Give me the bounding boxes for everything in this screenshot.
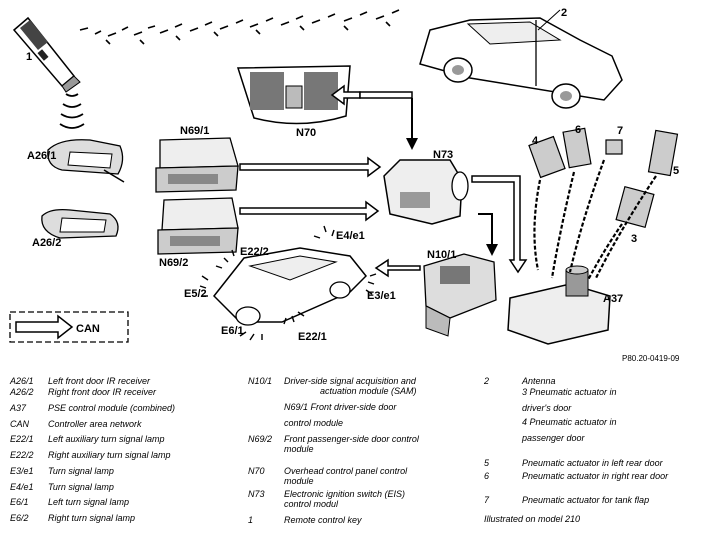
legend-code: CAN xyxy=(10,419,30,429)
legend-desc: Overhead control panel control xyxy=(284,466,408,476)
legend-desc: Pneumatic actuator for tank flap xyxy=(522,495,650,505)
label-actuator-4: 4 xyxy=(532,135,539,147)
label-can: CAN xyxy=(76,323,100,335)
label-e6-1: E6/1 xyxy=(221,325,244,337)
pse-module-a37 xyxy=(507,265,611,345)
legend-desc: passenger door xyxy=(522,433,585,443)
label-n69-1: N69/1 xyxy=(180,125,209,137)
legend-desc: Electronic ignition switch (EIS) xyxy=(284,489,406,499)
legend-desc: Remote control key xyxy=(284,515,362,525)
label-actuator-3: 3 xyxy=(631,233,637,245)
label-a26-1: A26/1 xyxy=(27,150,56,162)
legend-desc: Controller area network xyxy=(48,419,142,429)
legend-code: E3/e1 xyxy=(10,466,34,476)
legend-code: E6/1 xyxy=(10,497,29,507)
label-e4-e1: E4/e1 xyxy=(336,230,365,242)
legend-desc: module xyxy=(284,444,314,454)
label-actuator-5: 5 xyxy=(673,165,679,177)
label-remote: 1 xyxy=(26,51,32,63)
legend-desc: N69/1 Front driver-side door xyxy=(284,402,397,412)
label-actuator-7: 7 xyxy=(617,125,623,137)
legend-code: E22/1 xyxy=(10,434,34,444)
label-e3-e1: E3/e1 xyxy=(367,290,396,302)
label-n73: N73 xyxy=(433,149,453,161)
label-a26-2: A26/2 xyxy=(32,237,61,249)
can-legend-box xyxy=(9,311,129,343)
label-n69-2: N69/2 xyxy=(159,257,188,269)
legend-desc: Left front door IR receiver xyxy=(48,376,151,386)
legend-desc: Turn signal lamp xyxy=(48,466,114,476)
legend-code: E22/2 xyxy=(10,450,34,460)
car-model-210 xyxy=(419,9,623,109)
legend-code: 2 xyxy=(484,376,490,386)
can-arrows xyxy=(15,84,528,340)
label-actuator-6: 6 xyxy=(575,124,581,136)
legend-code: 1 xyxy=(248,515,254,525)
legend-desc: control modul xyxy=(284,499,339,509)
legend-desc: Left auxiliary turn signal lamp xyxy=(48,434,165,444)
sam-module-n10-1 xyxy=(423,253,497,337)
label-antenna: 2 xyxy=(561,7,567,19)
pneumatic-actuators xyxy=(528,127,679,229)
legend-desc: Right turn signal lamp xyxy=(48,513,136,523)
legend-desc: Right front door IR receiver xyxy=(48,387,157,397)
label-n70: N70 xyxy=(296,127,316,139)
signal-arrows xyxy=(406,98,498,256)
legend-code: E6/2 xyxy=(10,513,29,523)
module-n69-2 xyxy=(157,197,239,255)
legend-desc: driver's door xyxy=(522,403,572,413)
module-n69-1 xyxy=(155,137,239,193)
legend-desc: control module xyxy=(284,418,344,428)
label-n10-1: N10/1 xyxy=(427,249,456,261)
legend-desc: 4 Pneumatic actuator in xyxy=(522,417,617,427)
label-e22-1: E22/1 xyxy=(298,331,327,343)
legend-desc: module xyxy=(284,476,314,486)
legend-desc: 3 Pneumatic actuator in xyxy=(522,387,617,397)
legend-code: 6 xyxy=(484,471,490,481)
legend-desc: Right auxiliary turn signal lamp xyxy=(48,450,171,460)
legend-desc: Antenna xyxy=(522,376,556,386)
legend-desc: Front passenger-side door control xyxy=(284,434,419,444)
legend-code: N10/1 xyxy=(248,376,273,386)
legend-desc: Turn signal lamp xyxy=(48,482,114,492)
legend-code: N73 xyxy=(248,489,265,499)
legend-desc: PSE control module (combined) xyxy=(48,403,176,413)
legend-desc: Left turn signal lamp xyxy=(48,497,130,507)
car-turn-signals xyxy=(212,247,368,326)
ir-arcs xyxy=(59,93,85,129)
ir-beam xyxy=(79,9,400,45)
legend-code: 7 xyxy=(484,495,490,505)
legend-desc: Pneumatic actuator in left rear door xyxy=(522,458,663,468)
legend-code: 5 xyxy=(484,458,490,468)
legend-code: E4/e1 xyxy=(10,482,34,492)
legend-desc: Illustrated on model 210 xyxy=(484,514,581,524)
label-e5-2: E5/2 xyxy=(184,288,207,300)
legend-code: A37 xyxy=(10,403,27,413)
legend-desc: Pneumatic actuator in right rear door xyxy=(522,471,669,481)
legend-code: A26/2 xyxy=(10,387,34,397)
ignition-switch-n73 xyxy=(383,159,469,225)
legend-code: N69/2 xyxy=(248,434,273,444)
overhead-panel-n70 xyxy=(236,65,351,125)
remote-control-key xyxy=(12,16,81,93)
label-a37: A37 xyxy=(603,293,623,305)
legend-code: N70 xyxy=(248,466,265,476)
door-handle-a26-2 xyxy=(41,208,119,239)
legend-desc: Driver-side signal acquisition and xyxy=(284,376,416,386)
legend-desc: actuation module (SAM) xyxy=(320,386,417,396)
legend-code: A26/1 xyxy=(10,376,34,386)
figure-reference: P80.20-0419-09 xyxy=(622,354,680,363)
pneumatic-tubes xyxy=(533,159,657,281)
door-handle-a26-1 xyxy=(47,139,125,183)
turn-signal-rays xyxy=(199,225,377,341)
label-e22-2: E22/2 xyxy=(240,246,269,258)
